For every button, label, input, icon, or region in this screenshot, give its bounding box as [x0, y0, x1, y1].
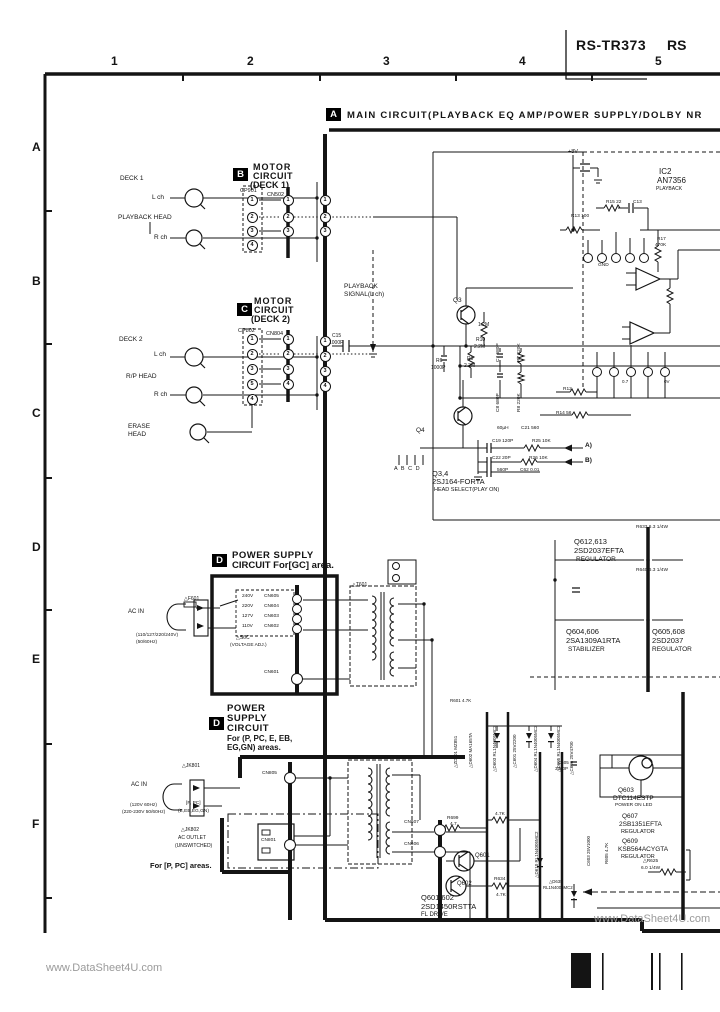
barcode-block: [571, 953, 591, 988]
